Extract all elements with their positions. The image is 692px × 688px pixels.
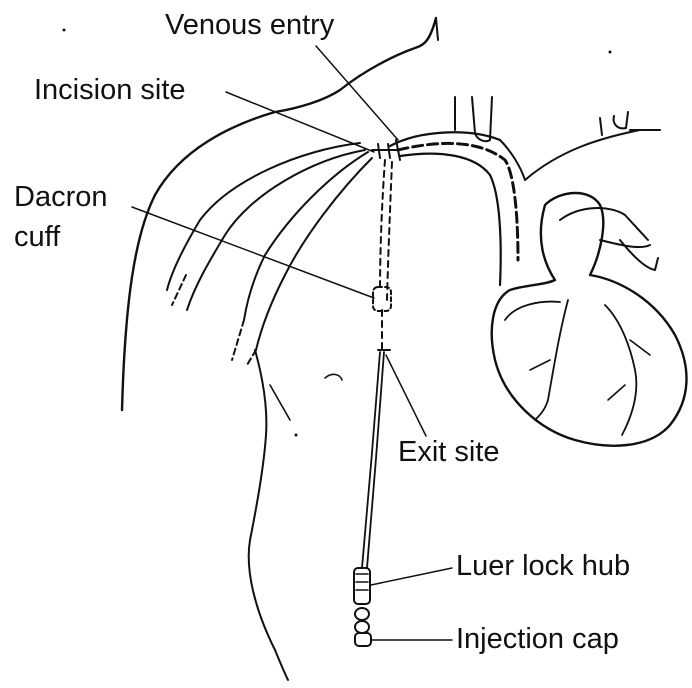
catheter-tunnel-dashed xyxy=(380,160,385,290)
speckle-2 xyxy=(295,434,297,436)
rib-line-3 xyxy=(172,275,186,305)
dacron-cuff-shape xyxy=(373,287,391,311)
speckle-3 xyxy=(63,29,65,31)
heart-aortic-root xyxy=(560,208,650,247)
speckle-1 xyxy=(609,51,611,53)
heart-aorta-stub xyxy=(620,240,658,270)
label-incision-site: Incision site xyxy=(34,75,186,105)
rib-line-1 xyxy=(167,143,360,290)
injection-cap-shape xyxy=(355,633,371,646)
injection-cap-ring-2 xyxy=(355,621,369,633)
label-cuff: cuff xyxy=(14,222,60,252)
external-catheter-line-2 xyxy=(367,352,384,568)
label-venous-entry: Venous entry xyxy=(165,10,334,40)
coronary-artery-2 xyxy=(605,305,636,435)
injection-cap-ring-1 xyxy=(355,608,369,620)
aortic-vessel-1 xyxy=(600,118,602,135)
nipple-mark xyxy=(325,374,342,380)
luer-lock-hub-detail xyxy=(356,574,368,590)
label-injection-cap: Injection cap xyxy=(456,624,619,654)
leader-luer-lock-hub xyxy=(371,568,452,585)
leader-exit-site xyxy=(386,355,426,436)
arm-inner-line xyxy=(270,385,290,420)
label-dacron: Dacron xyxy=(14,182,108,212)
aortic-vessel-2 xyxy=(614,112,628,128)
coronary-artery-3 xyxy=(530,340,650,400)
coronary-artery-1 xyxy=(535,300,568,420)
label-luer-lock-hub: Luer lock hub xyxy=(456,551,630,581)
arm-outline xyxy=(249,350,288,680)
heart-inner-contour xyxy=(505,302,560,320)
catheter-tunnel-dashed-2 xyxy=(387,162,392,300)
heart-outline xyxy=(492,193,687,446)
rib-line-4 xyxy=(244,152,368,320)
aortic-arch-top xyxy=(525,130,640,180)
vena-cava-wall xyxy=(400,154,501,285)
rib-line-6 xyxy=(232,320,244,360)
incision-mark xyxy=(372,140,400,160)
label-exit-site: Exit site xyxy=(398,437,500,467)
external-catheter-line-1 xyxy=(362,352,380,568)
neck-outline-tip xyxy=(436,18,438,40)
